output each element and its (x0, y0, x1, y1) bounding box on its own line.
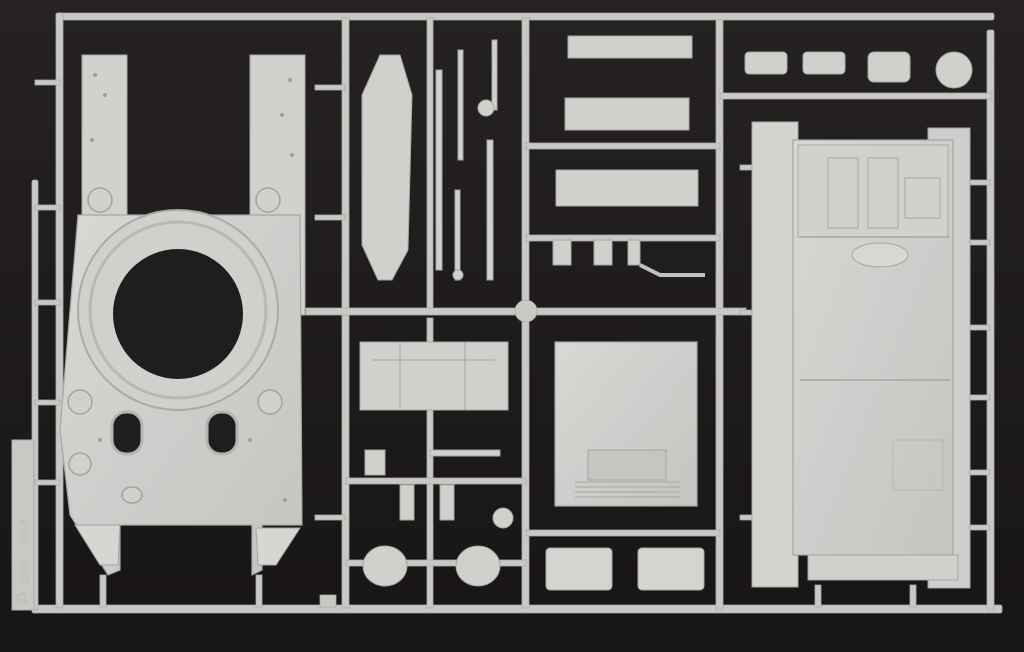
sprue-scale: 1/35 (18, 558, 31, 585)
sprue-tag: A 1/35 M4A (11, 439, 35, 611)
right-hull-plates (751, 121, 971, 589)
middle-parts (359, 35, 705, 587)
sprue-letter: A (12, 590, 33, 604)
turret-ring-hole (113, 249, 243, 379)
sprue-model: M4A (18, 517, 31, 545)
hull-top-plate (59, 54, 306, 576)
top-right-parts (744, 51, 973, 89)
center-plate (554, 341, 698, 507)
sprue-frame (31, 12, 1003, 614)
small-plates (545, 547, 705, 591)
